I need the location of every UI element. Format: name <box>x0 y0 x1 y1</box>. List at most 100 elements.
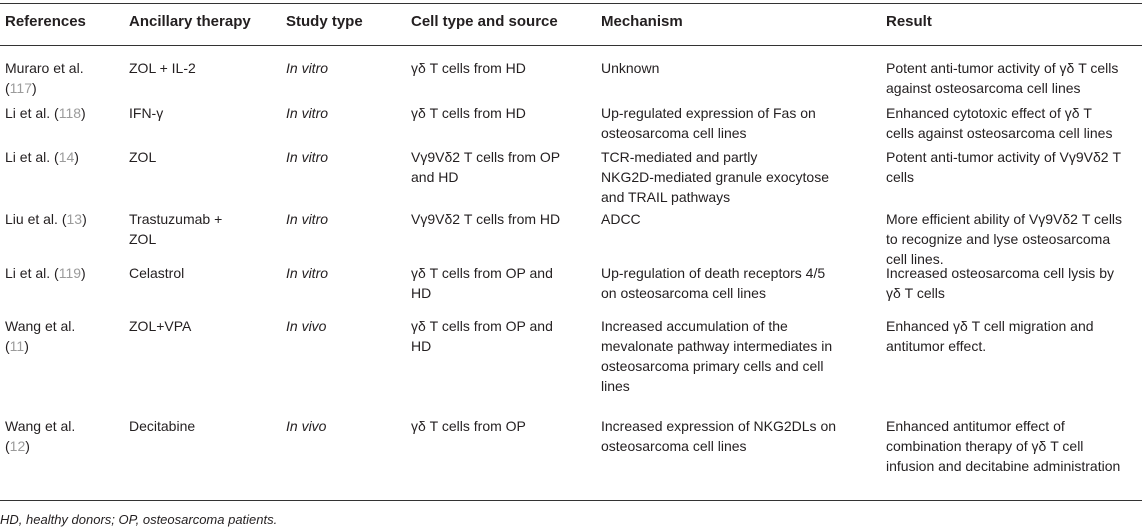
reference-cell-line: (117) <box>5 79 37 97</box>
result-cell-line: cells <box>886 169 915 185</box>
header-references: References <box>5 13 86 30</box>
reference-cell-line: Wang et al. <box>5 317 75 335</box>
mechanism-cell-line: Increased expression of NKG2DLs on <box>601 418 837 434</box>
mechanism-cell-line: TCR-mediated and partly <box>601 149 758 165</box>
reference-cell-line: Li et al. (118) <box>5 104 86 122</box>
mechanism-cell-line: Increased accumulation of the <box>601 318 788 334</box>
header-study-type: Study type <box>286 13 363 30</box>
mechanism-cell-line: osteosarcoma cell lines <box>601 125 747 141</box>
result-cell-line: Potent anti-tumor activity of Vγ9Vδ2 T <box>886 149 1121 165</box>
mechanism-cell-line: on osteosarcoma cell lines <box>601 285 766 301</box>
reference-text: ) <box>25 438 30 454</box>
reference-cell-line: (11) <box>5 337 29 355</box>
reference-cell-line: Wang et al. <box>5 417 75 435</box>
header-result: Result <box>886 13 932 30</box>
mechanism-cell-line: mevalonate pathway intermediates in <box>601 338 833 354</box>
reference-text: Liu et al. ( <box>5 211 67 227</box>
cell-type-cell-line: Vγ9Vδ2 T cells from HD <box>411 211 561 227</box>
result-cell-line: Potent anti-tumor activity of γδ T cells <box>886 60 1119 76</box>
reference-text: Wang et al. <box>5 418 76 434</box>
result-cell-line: Increased osteosarcoma cell lysis by <box>886 265 1114 281</box>
table-footnote: HD, healthy donors; OP, osteosarcoma pat… <box>0 512 278 527</box>
bottom-rule <box>0 500 1142 501</box>
reference-link[interactable]: 14 <box>58 149 75 165</box>
reference-link[interactable]: 119 <box>58 265 82 281</box>
reference-cell-line: Li et al. (14) <box>5 148 79 166</box>
reference-text: Muraro et al. <box>5 60 84 76</box>
reference-text: ) <box>24 338 29 354</box>
study-type-cell: In vitro <box>286 265 329 281</box>
reference-link[interactable]: 117 <box>9 80 32 96</box>
mechanism-cell-line: Unknown <box>601 60 660 76</box>
mechanism-cell-line: osteosarcoma primary cells and cell <box>601 358 824 374</box>
reference-text: ( <box>5 438 10 454</box>
study-type-cell: In vivo <box>286 418 327 434</box>
top-rule <box>0 3 1142 4</box>
cell-type-cell-line: γδ T cells from OP and <box>411 265 553 281</box>
reference-link[interactable]: 11 <box>9 338 25 354</box>
reference-text: ) <box>82 211 87 227</box>
reference-cell-line: Liu et al. (13) <box>5 210 87 228</box>
result-cell-line: γδ T cells <box>886 285 945 301</box>
reference-text: ) <box>81 105 86 121</box>
mechanism-cell-line: lines <box>601 378 630 394</box>
result-cell-line: antitumor effect. <box>886 338 987 354</box>
reference-text: Li et al. ( <box>5 105 59 121</box>
cell-type-cell-line: HD <box>411 285 432 301</box>
study-type-cell: In vitro <box>286 149 329 165</box>
cell-type-cell-line: Vγ9Vδ2 T cells from OP <box>411 149 561 165</box>
mechanism-cell-line: Up-regulated expression of Fas on <box>601 105 816 121</box>
cell-type-cell-line: HD <box>411 338 432 354</box>
result-cell-line: combination therapy of γδ T cell <box>886 438 1084 454</box>
study-type-cell: In vitro <box>286 211 329 227</box>
reference-cell-line: Muraro et al. <box>5 59 84 77</box>
result-cell-line: More efficient ability of Vγ9Vδ2 T cells <box>886 211 1123 227</box>
mechanism-cell-line: ADCC <box>601 211 641 227</box>
result-cell-line: Enhanced antitumor effect of <box>886 418 1065 434</box>
ancillary-cell-line: Decitabine <box>129 418 196 434</box>
header-mechanism: Mechanism <box>601 13 683 30</box>
study-type-cell: In vitro <box>286 60 329 76</box>
cell-type-cell-line: γδ T cells from HD <box>411 60 526 76</box>
mechanism-cell-line: osteosarcoma cell lines <box>601 438 747 454</box>
reference-cell-line: (12) <box>5 437 30 455</box>
reference-text: Li et al. ( <box>5 149 59 165</box>
reference-text: Wang et al. <box>5 318 76 334</box>
mechanism-cell-line: Up-regulation of death receptors 4/5 <box>601 265 826 281</box>
study-type-cell: In vivo <box>286 318 327 334</box>
ancillary-cell-line: Celastrol <box>129 265 185 281</box>
result-cell-line: Enhanced γδ T cell migration and <box>886 318 1094 334</box>
reference-link[interactable]: 118 <box>58 105 82 121</box>
result-cell-line: cells against osteosarcoma cell lines <box>886 125 1113 141</box>
ancillary-cell-line: ZOL+VPA <box>129 318 192 334</box>
study-type-cell: In vitro <box>286 105 329 121</box>
ancillary-cell-line: ZOL <box>129 149 157 165</box>
cell-type-cell-line: and HD <box>411 169 459 185</box>
reference-text: ) <box>81 265 86 281</box>
reference-link[interactable]: 12 <box>9 438 26 454</box>
reference-link[interactable]: 13 <box>66 211 83 227</box>
ancillary-cell-line: IFN-γ <box>129 105 164 121</box>
result-cell-line: infusion and decitabine administration <box>886 458 1121 474</box>
result-cell-line: cell lines. <box>886 251 944 267</box>
reference-text: ) <box>74 149 79 165</box>
mechanism-cell-line: NKG2D-mediated granule exocytose <box>601 169 830 185</box>
result-cell-line: to recognize and lyse osteosarcoma <box>886 231 1111 247</box>
reference-text: ( <box>5 80 10 96</box>
mechanism-cell-line: and TRAIL pathways <box>601 189 731 205</box>
cell-type-cell-line: γδ T cells from HD <box>411 105 526 121</box>
cell-type-cell-line: γδ T cells from OP <box>411 418 526 434</box>
ancillary-cell-line: Trastuzumab + <box>129 211 223 227</box>
header-rule <box>0 45 1142 46</box>
result-cell-line: against osteosarcoma cell lines <box>886 80 1081 96</box>
ancillary-cell-line: ZOL + IL-2 <box>129 60 196 76</box>
header-cell-type: Cell type and source <box>411 13 558 30</box>
reference-text: Li et al. ( <box>5 265 59 281</box>
cell-type-cell-line: γδ T cells from OP and <box>411 318 553 334</box>
ancillary-cell-line: ZOL <box>129 231 157 247</box>
reference-text: ) <box>32 80 37 96</box>
header-ancillary-therapy: Ancillary therapy <box>129 13 251 30</box>
reference-text: ( <box>5 338 10 354</box>
reference-cell-line: Li et al. (119) <box>5 264 86 282</box>
result-cell-line: Enhanced cytotoxic effect of γδ T <box>886 105 1092 121</box>
